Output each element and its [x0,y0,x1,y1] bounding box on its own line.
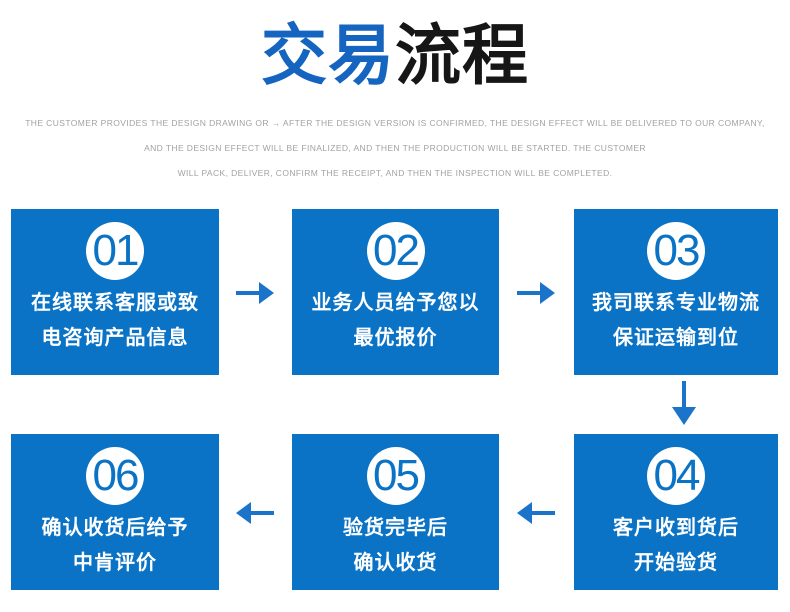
step-label: 在线联系客服或致 电咨询产品信息 [31,292,199,349]
arrow-right-icon [236,282,274,304]
step-card-1: 01 在线联系客服或致 电咨询产品信息 [11,209,219,375]
subtitle: THE CUSTOMER PROVIDES THE DESIGN DRAWING… [0,111,790,186]
step-label: 客户收到货后 开始验货 [613,517,739,574]
step-number: 05 [373,451,420,500]
step-number-badge: 01 [86,222,144,280]
subtitle-line: THE CUSTOMER PROVIDES THE DESIGN DRAWING… [25,118,765,128]
step-number-badge: 02 [366,222,425,280]
arrow-right-icon [517,282,555,304]
step-number-badge: 03 [647,222,705,280]
subtitle-line: AND THE DESIGN EFFECT WILL BE FINALIZED,… [144,143,646,153]
arrow-left-icon [236,502,274,524]
step-label: 验货完毕后 确认收货 [343,517,448,574]
step-label: 我司联系专业物流 保证运输到位 [592,292,760,349]
step-number-badge: 05 [366,447,425,505]
page-title-rest: 流程 [395,18,529,92]
step-number: 02 [373,226,420,275]
step-number: 03 [653,226,701,275]
arrow-down-icon [671,381,697,425]
step-label: 业务人员给予您以 最优报价 [311,292,480,349]
page-title: 交易流程 [0,14,790,97]
step-card-5: 05 验货完毕后 确认收货 [292,434,499,590]
step-number: 04 [653,451,701,500]
step-card-3: 03 我司联系专业物流 保证运输到位 [574,209,778,375]
step-label: 确认收货后给予 中肯评价 [41,517,189,574]
subtitle-line: WILL PACK, DELIVER, CONFIRM THE RECEIPT,… [177,168,613,178]
step-card-6: 06 确认收货后给予 中肯评价 [11,434,219,590]
step-number: 06 [92,451,140,500]
page-title-highlight: 交易 [261,18,395,92]
step-number-badge: 04 [647,447,705,505]
step-card-2: 02 业务人员给予您以 最优报价 [292,209,499,375]
arrow-left-icon [517,502,555,524]
step-number-badge: 06 [86,447,144,505]
step-card-4: 04 客户收到货后 开始验货 [574,434,778,590]
step-number: 01 [92,226,140,275]
